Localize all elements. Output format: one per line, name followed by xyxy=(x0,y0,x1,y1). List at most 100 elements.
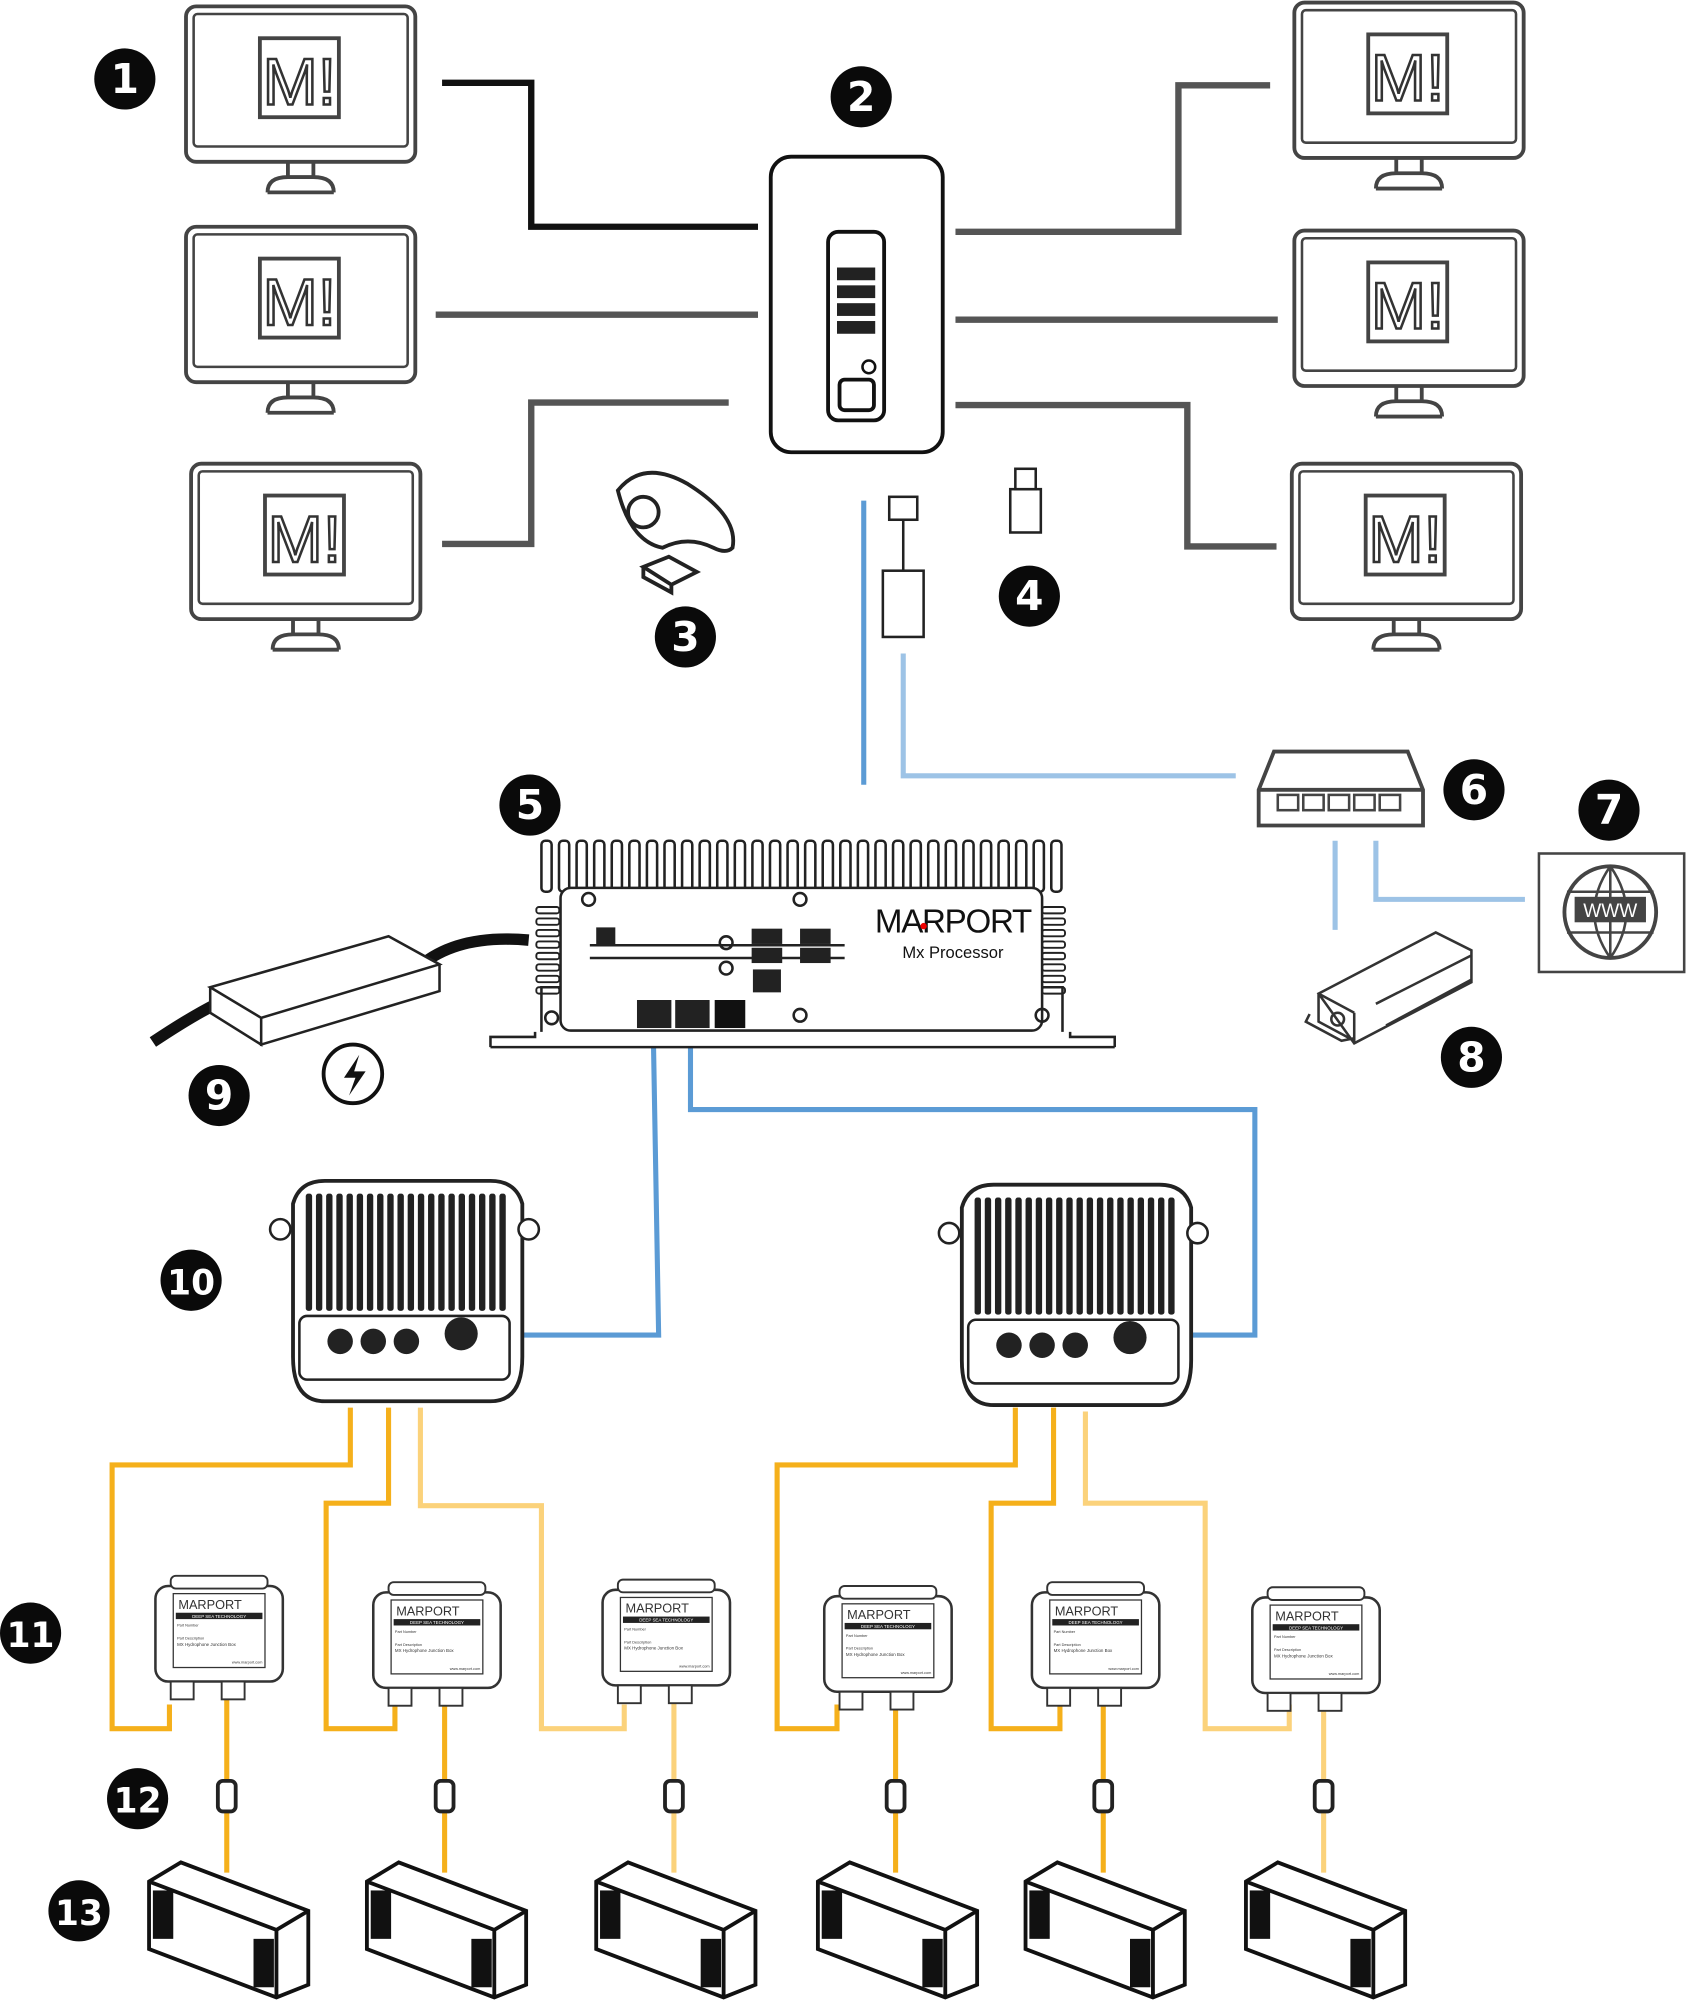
heatsink-fin xyxy=(1041,917,1066,926)
callout-badge-2 xyxy=(830,66,892,128)
hydrophone-port xyxy=(360,1328,387,1355)
mouse-body xyxy=(615,470,736,553)
cable-gland xyxy=(1317,1692,1343,1712)
network-router xyxy=(768,154,945,455)
hydrophone-end-cap xyxy=(821,1890,843,1939)
screw xyxy=(718,960,734,976)
receiver-fin xyxy=(417,1193,425,1311)
receiver-fin xyxy=(1147,1197,1155,1315)
sensor-cable-3 xyxy=(417,1407,627,1732)
part-description-label: Part Description xyxy=(177,1636,204,1640)
callout-number-3: 3 xyxy=(671,613,699,661)
m-logo-box xyxy=(1366,260,1450,344)
usb-plug-icon xyxy=(1014,467,1038,491)
heatsink-fin xyxy=(997,839,1010,893)
heatsink-fin xyxy=(535,940,561,949)
heatsink-fin xyxy=(1041,974,1066,984)
receiver-fin xyxy=(1158,1197,1165,1315)
router-power-port xyxy=(837,377,876,413)
cable-gland xyxy=(616,1684,642,1705)
heatsink-fin xyxy=(535,974,561,984)
heatsink-fin xyxy=(768,839,782,893)
sensor-cable-5 xyxy=(988,1407,1063,1732)
monitor-cable-1 xyxy=(442,79,759,230)
m-logo-box xyxy=(1366,32,1450,116)
monitor-stand xyxy=(265,161,336,195)
receiver-fin xyxy=(407,1193,415,1311)
hydrophone-2 xyxy=(364,1860,529,2000)
port-cover xyxy=(714,1000,746,1029)
hydrophone-port xyxy=(393,1328,420,1355)
cable-gland xyxy=(1046,1686,1072,1707)
part-description-label: Part Description xyxy=(624,1640,651,1644)
receiver-fin xyxy=(448,1193,455,1311)
receiver-fin xyxy=(1086,1197,1094,1315)
callout-badge-9 xyxy=(188,1064,250,1127)
m-logo-icon: M! xyxy=(1371,270,1445,344)
hydrophone-end-cap xyxy=(700,1938,722,1988)
monitor-6: M! xyxy=(1289,461,1524,652)
tagline-bar xyxy=(622,1616,710,1623)
heatsink-fin xyxy=(680,839,694,893)
screw xyxy=(792,1007,808,1023)
screw xyxy=(543,1010,560,1026)
receiver-fin xyxy=(326,1193,333,1311)
heatsink-fin xyxy=(1049,839,1063,893)
usb-port xyxy=(751,947,783,964)
monitor-stand xyxy=(1373,157,1445,191)
callout-badge-10 xyxy=(160,1249,222,1311)
monitor-cable-3 xyxy=(442,399,729,548)
m-logo-icon: M! xyxy=(268,503,342,577)
hydrophone-end-cap xyxy=(1130,1938,1151,1988)
receiver-fin xyxy=(1107,1197,1114,1315)
ethernet-cable-internet xyxy=(1373,840,1525,902)
tagline-bar xyxy=(1052,1619,1139,1626)
power-supply-body xyxy=(207,934,443,1047)
cable-gland xyxy=(169,1680,195,1701)
heatsink-fin xyxy=(535,917,561,926)
receiver-fin xyxy=(1076,1197,1083,1315)
usb-dongle xyxy=(1008,467,1043,534)
receiver-fin xyxy=(387,1193,394,1311)
lightning-bolt-icon xyxy=(343,1054,366,1096)
cable-gland xyxy=(1097,1686,1123,1707)
heatsink-fin xyxy=(751,839,764,893)
receiver-fin xyxy=(1117,1197,1124,1315)
heatsink-fin xyxy=(610,839,624,893)
router-port xyxy=(836,285,876,299)
heatsink-fin xyxy=(535,951,561,961)
cable-gland xyxy=(438,1686,464,1707)
monitor-bezel xyxy=(1300,236,1518,372)
cable-connector-3 xyxy=(663,1778,685,1814)
junction-box-label xyxy=(1049,1599,1143,1675)
junction-box-label xyxy=(841,1603,935,1679)
callout-number-7: 7 xyxy=(1595,786,1623,834)
router-port xyxy=(836,267,876,281)
heatsink-fin xyxy=(891,839,905,893)
website-label: www.marport.com xyxy=(1329,1672,1360,1676)
usb-port xyxy=(800,947,831,964)
serial-port xyxy=(752,969,781,993)
heatsink-fin xyxy=(1032,839,1046,893)
cables-layer xyxy=(109,79,1525,1873)
processor-model-label: Mx Processor xyxy=(902,943,1004,962)
adapter-plug-icon xyxy=(887,495,919,522)
hydrophone-port xyxy=(1029,1332,1055,1358)
heatsink-fin xyxy=(663,839,676,893)
receiver-fin xyxy=(1025,1197,1032,1315)
heatsink-fin xyxy=(557,839,571,893)
adapter-body xyxy=(881,569,925,639)
cable-gland xyxy=(1266,1692,1292,1712)
router-port xyxy=(836,321,876,334)
website-label: www.marport.com xyxy=(901,1671,932,1675)
callout-number-13: 13 xyxy=(55,1894,103,1934)
hydrophone-end-cap xyxy=(1029,1890,1050,1939)
receiver-fin xyxy=(366,1193,374,1311)
heatsink-fin xyxy=(535,928,561,938)
part-number-label: Part Number xyxy=(624,1628,646,1632)
mount-lug xyxy=(268,1217,292,1241)
